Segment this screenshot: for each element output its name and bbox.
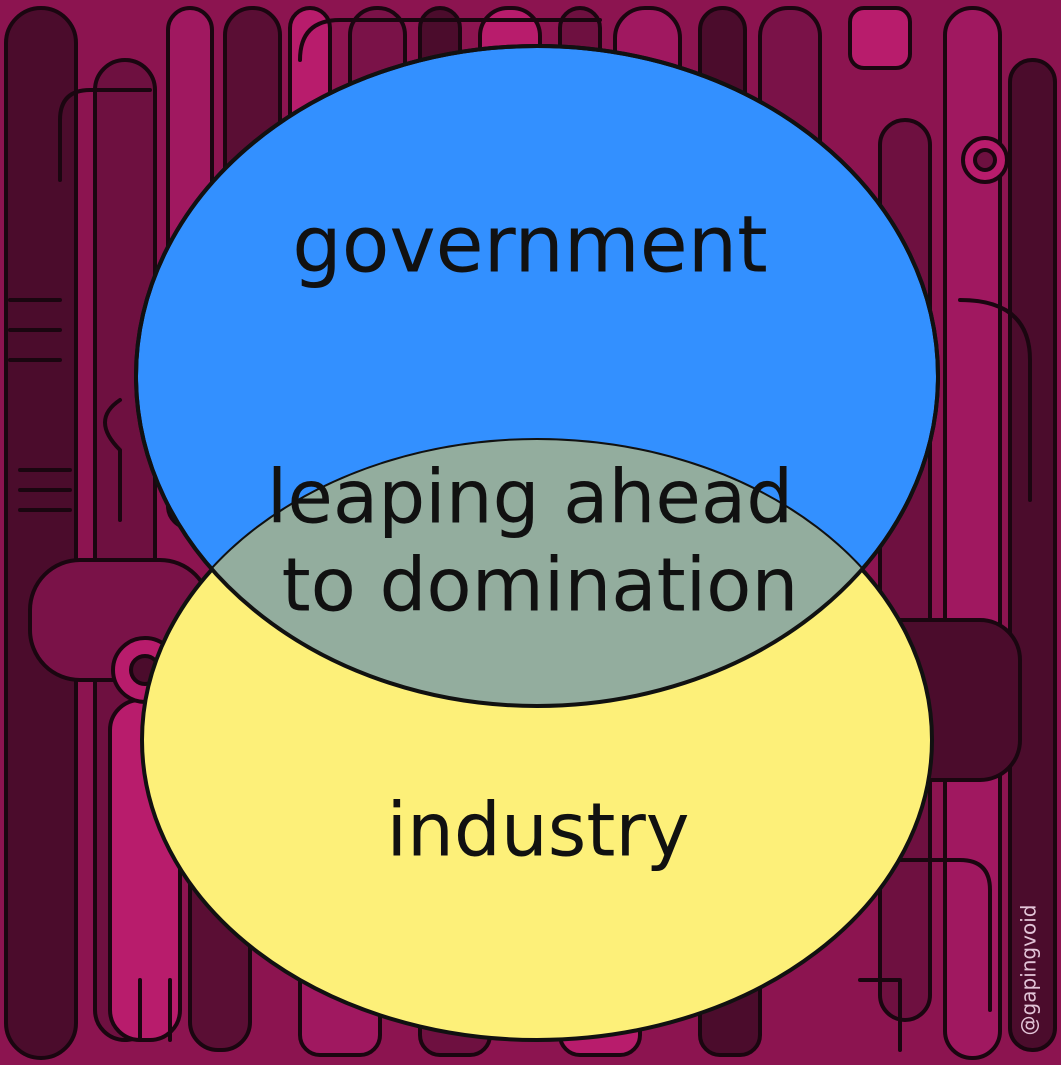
government-circle-outline <box>134 44 940 708</box>
industry-label: industry <box>386 788 689 874</box>
government-label: government <box>292 200 768 290</box>
intersection-label-line-2: to domination <box>282 543 799 629</box>
intersection-label-line-1: leaping ahead <box>267 455 793 541</box>
credit-watermark: @gapingvoid <box>1017 905 1041 1036</box>
intersection-region <box>142 440 932 706</box>
